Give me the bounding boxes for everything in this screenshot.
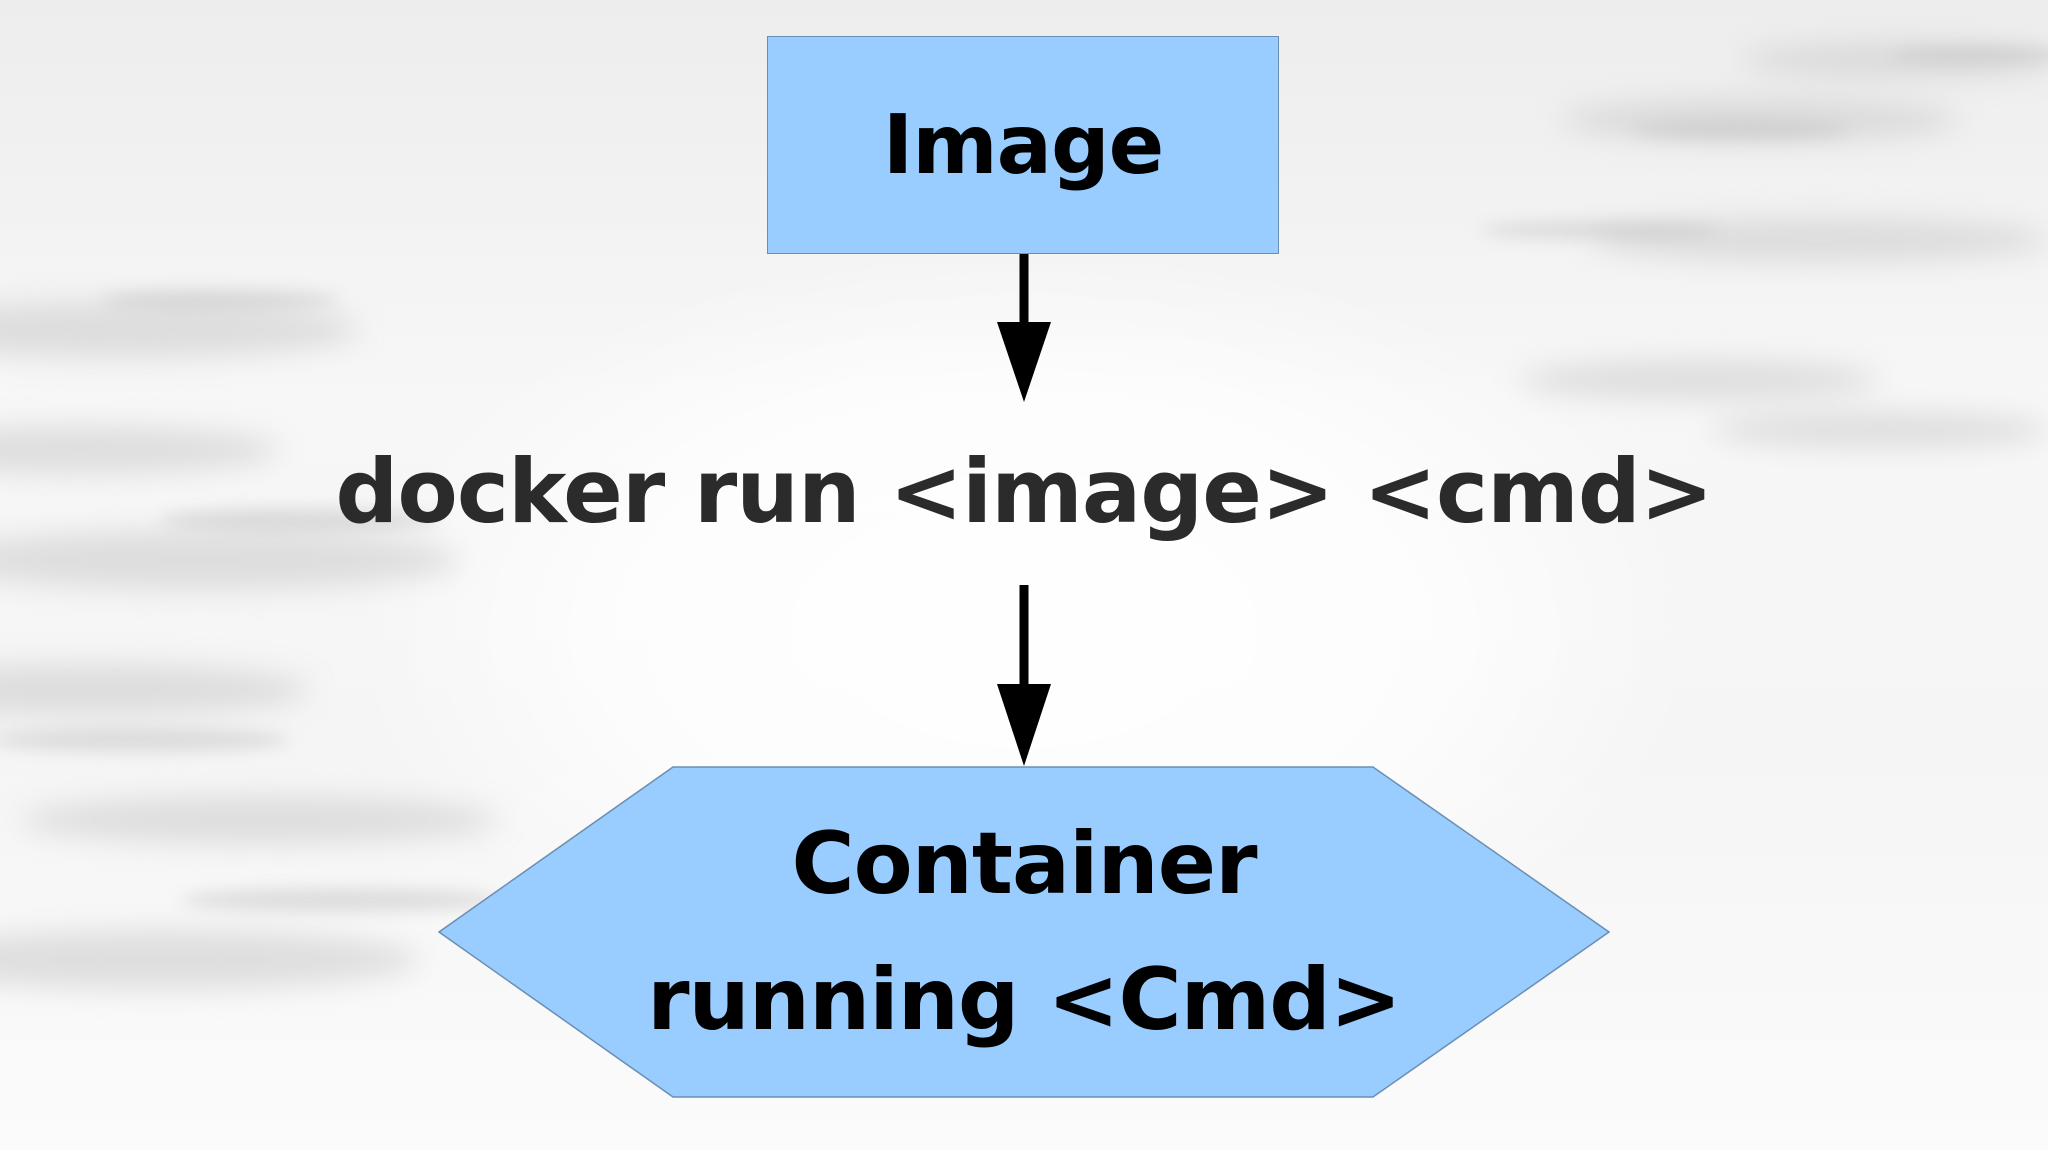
container-node-subtitle: running <Cmd> (647, 950, 1402, 1050)
docker-run-command-label: docker run <image> <cmd> (335, 440, 1713, 543)
container-node-shape (438, 766, 1610, 1098)
container-node-title: Container (791, 814, 1257, 914)
image-node-label: Image (882, 97, 1165, 193)
image-node: Image (767, 36, 1279, 254)
container-node: Container running <Cmd> (438, 766, 1610, 1098)
